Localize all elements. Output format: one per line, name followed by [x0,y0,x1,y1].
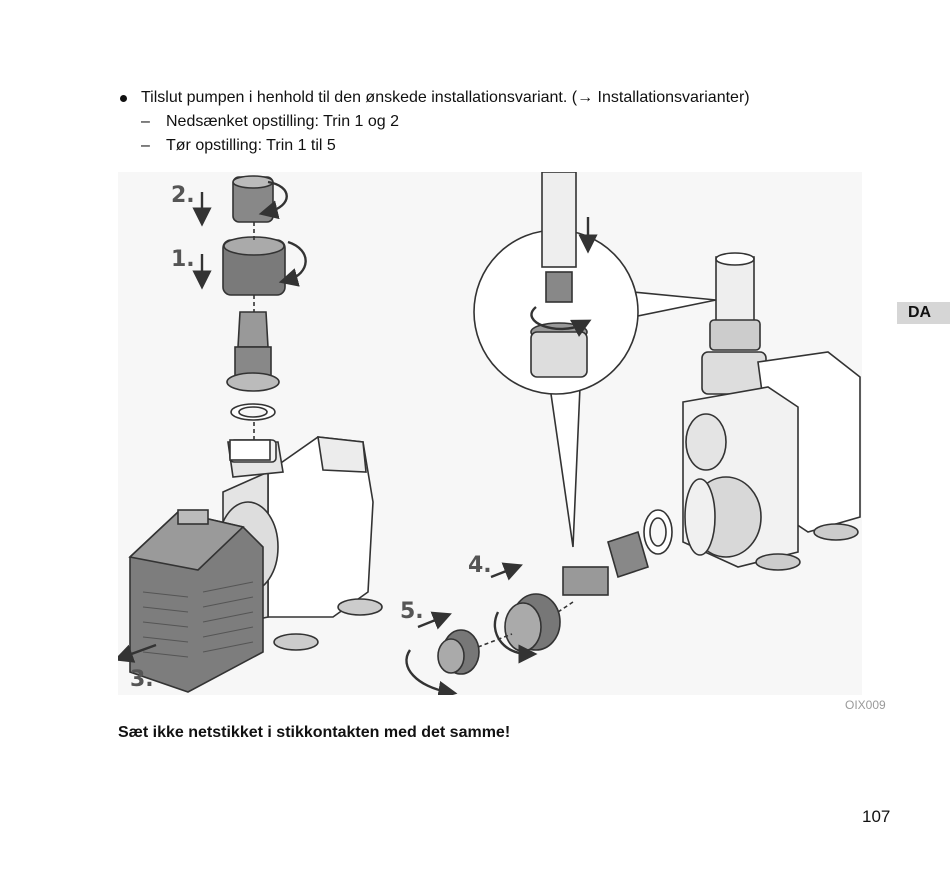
instruction-sub-item: – Nedsænket opstilling: Trin 1 og 2 [141,110,750,134]
instruction-sub-item: – Tør opstilling: Trin 1 til 5 [141,134,750,158]
instruction-sub-text-1: Nedsænket opstilling: Trin 1 og 2 [166,113,400,130]
step-label-5: 5. [400,599,424,624]
step-label-1: 1. [171,247,195,272]
installation-illustration: 2. 1. 3. 4. 5. [118,172,861,695]
dash-icon: – [141,113,150,130]
figure-code: OIX009 [845,698,886,712]
right-exploded-parts [437,509,673,675]
right-pump [682,252,861,571]
warning-text: Sæt ikke netstikket i stikkontakten med … [118,724,511,741]
step-label-3: 3. [130,667,154,692]
instruction-bullet: Tilslut pumpen i henhold til den ønskede… [118,86,750,110]
page-number: 107 [862,807,891,826]
bullet-icon [120,94,127,102]
step-arrows [118,180,598,695]
detail-magnifier [473,172,717,548]
left-exploded-parts [222,175,286,461]
strainer-cover [128,509,264,693]
step-label-2: 2. [171,183,195,208]
dash-icon: – [141,137,150,154]
instruction-sub-text-2: Tør opstilling: Trin 1 til 5 [166,137,336,154]
step-label-4: 4. [468,553,492,578]
instruction-main-text: Tilslut pumpen i henhold til den ønskede… [141,89,750,106]
language-tab: DA [897,302,950,324]
instruction-list: Tilslut pumpen i henhold til den ønskede… [118,86,750,158]
installation-figure: 2. 1. 3. 4. 5. [118,172,862,695]
